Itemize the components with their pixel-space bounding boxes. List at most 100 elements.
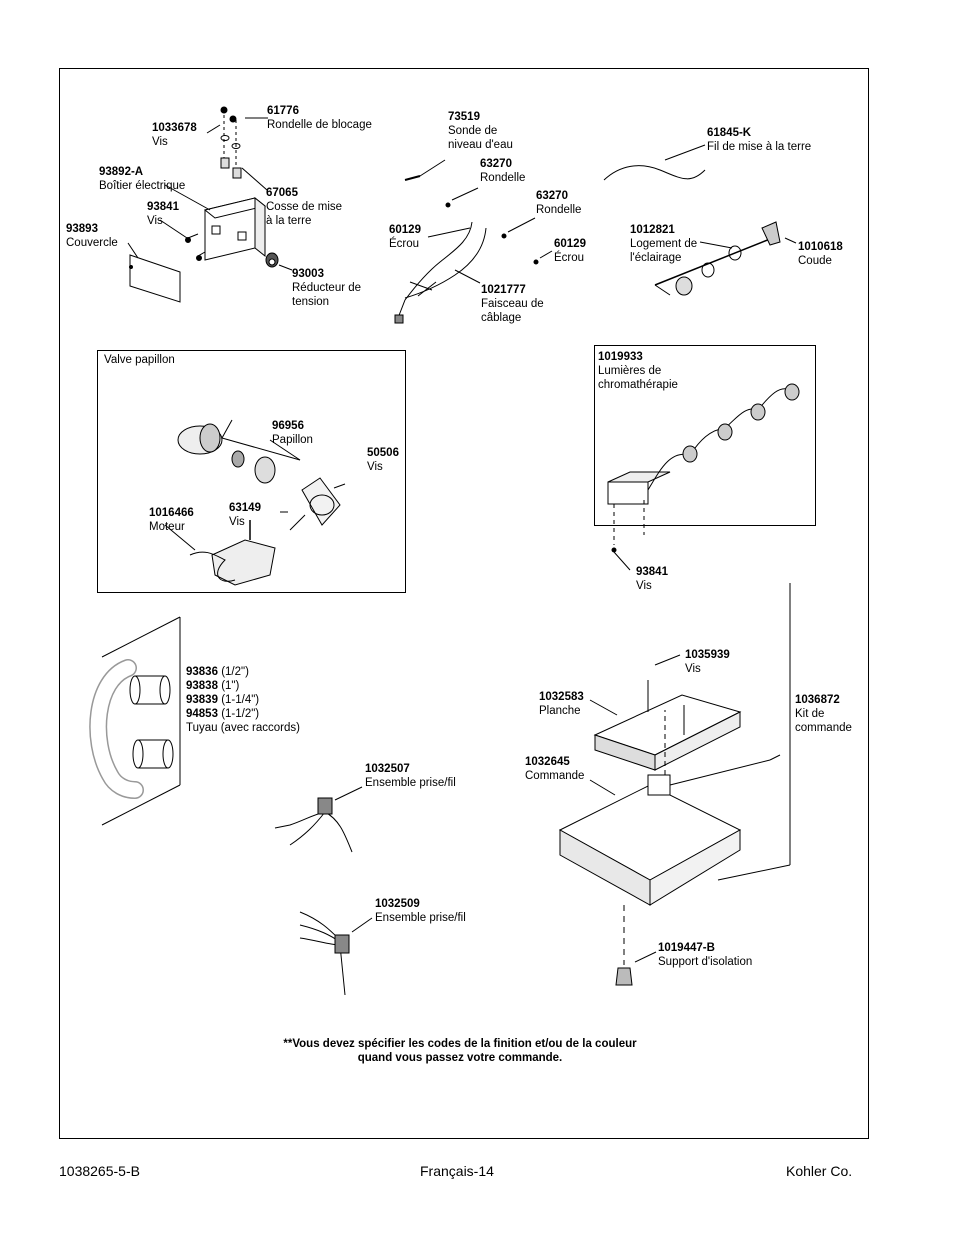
part-name: à la terre bbox=[266, 215, 312, 227]
butterfly-valve-box: Valve papillon bbox=[97, 350, 406, 593]
part-number: 93839 bbox=[186, 694, 218, 706]
note-line-1: **Vous devez spécifier les codes de la f… bbox=[283, 1038, 637, 1050]
label-61845-k: 61845-K Fil de mise à la terre bbox=[707, 126, 811, 154]
part-number: 1036872 bbox=[795, 694, 840, 706]
part-number: 50506 bbox=[367, 447, 399, 459]
part-name: Écrou bbox=[389, 238, 420, 250]
label-93892-a: 93892-A Boîtier électrique bbox=[99, 165, 185, 193]
pipe-drawing bbox=[89, 616, 181, 826]
pipe-row: 93838 (1") bbox=[186, 679, 300, 693]
part-number: 1033678 bbox=[152, 122, 197, 134]
part-number: 1032583 bbox=[539, 691, 584, 703]
part-number: 96956 bbox=[272, 420, 304, 432]
electrical-box-drawing bbox=[127, 106, 293, 303]
part-number: 61776 bbox=[267, 105, 299, 117]
label-1019447-b: 1019447-B Support d'isolation bbox=[658, 941, 752, 969]
part-name: l'éclairage bbox=[630, 252, 682, 264]
part-name: Vis bbox=[685, 663, 701, 675]
part-name: commande bbox=[795, 722, 852, 734]
part-number: 60129 bbox=[389, 224, 421, 236]
part-number: 73519 bbox=[448, 111, 480, 123]
part-number: 1021777 bbox=[481, 284, 526, 296]
label-67065: 67065 Cosse de mise à la terre bbox=[266, 186, 342, 228]
part-number: 1032507 bbox=[365, 763, 410, 775]
part-number: 93893 bbox=[66, 223, 98, 235]
label-1016466: 1016466 Moteur bbox=[149, 506, 194, 534]
part-number: 93841 bbox=[636, 566, 668, 578]
label-1032645: 1032645 Commande bbox=[525, 755, 584, 783]
part-name: Sonde de bbox=[448, 125, 498, 137]
wiring-harness-drawing bbox=[394, 159, 553, 324]
control-kit-drawing bbox=[558, 583, 791, 986]
footer-company: Kohler Co. bbox=[786, 1163, 853, 1179]
part-number: 63149 bbox=[229, 502, 261, 514]
part-number: 93892-A bbox=[99, 166, 144, 178]
part-number: 1010618 bbox=[798, 241, 843, 253]
light-housing-drawing bbox=[654, 221, 797, 296]
chromatherapy-lights-drawing bbox=[607, 383, 800, 571]
part-name: Papillon bbox=[272, 434, 313, 446]
label-1021777: 1021777 Faisceau de câblage bbox=[481, 283, 544, 325]
note-line-2: quand vous passez votre commande. bbox=[357, 1052, 563, 1064]
part-name: Vis bbox=[367, 461, 383, 473]
part-number: 1019933 bbox=[598, 351, 643, 363]
pipe-row: 94853 (1-1/2") bbox=[186, 707, 300, 721]
pipe-size: (1/2") bbox=[221, 666, 249, 678]
label-96956: 96956 Papillon bbox=[272, 419, 313, 447]
label-pipes: 93836 (1/2") 93838 (1") 93839 (1-1/4") 9… bbox=[186, 665, 300, 735]
label-1032507: 1032507 Ensemble prise/fil bbox=[365, 762, 456, 790]
label-1033678: 1033678 Vis bbox=[152, 121, 197, 149]
finish-color-note: **Vous devez spécifier les codes de la f… bbox=[230, 1037, 690, 1065]
part-name: Ensemble prise/fil bbox=[365, 777, 456, 789]
label-1010618: 1010618 Coude bbox=[798, 240, 843, 268]
part-name: Lumières de bbox=[598, 365, 662, 377]
part-name: Vis bbox=[152, 136, 168, 148]
part-number: 93841 bbox=[147, 201, 179, 213]
pipe-size: (1") bbox=[221, 680, 240, 692]
plug-wire-1-drawing bbox=[274, 786, 363, 853]
part-name: Vis bbox=[229, 516, 245, 528]
part-name: Couvercle bbox=[66, 237, 118, 249]
butterfly-valve-drawing bbox=[164, 419, 346, 586]
part-number: 63270 bbox=[480, 158, 512, 170]
pipe-size: (1-1/4") bbox=[221, 694, 260, 706]
label-63270-b: 63270 Rondelle bbox=[536, 189, 581, 217]
label-63270-a: 63270 Rondelle bbox=[480, 157, 525, 185]
part-name: Ensemble prise/fil bbox=[375, 912, 466, 924]
label-1032583: 1032583 Planche bbox=[539, 690, 584, 718]
part-name: Rondelle bbox=[536, 204, 582, 216]
label-93841-a: 93841 Vis bbox=[147, 200, 179, 228]
part-number: 94853 bbox=[186, 708, 218, 720]
part-name: Réducteur de bbox=[292, 282, 362, 294]
label-93893: 93893 Couvercle bbox=[66, 222, 118, 250]
part-name: Faisceau de bbox=[481, 298, 544, 310]
footer-document-number: 1038265-5-B bbox=[59, 1163, 140, 1179]
label-60129-b: 60129 Écrou bbox=[554, 237, 586, 265]
part-name: Vis bbox=[636, 580, 652, 592]
part-number: 1016466 bbox=[149, 507, 194, 519]
part-number: 1032509 bbox=[375, 898, 420, 910]
part-name: Boîtier électrique bbox=[99, 180, 186, 192]
part-number: 1032645 bbox=[525, 756, 570, 768]
box-title: Valve papillon bbox=[104, 354, 175, 366]
part-number: 93836 bbox=[186, 666, 218, 678]
pipe-row: 93836 (1/2") bbox=[186, 665, 300, 679]
label-1032509: 1032509 Ensemble prise/fil bbox=[375, 897, 466, 925]
chromatherapy-box bbox=[594, 345, 816, 526]
part-number: 93003 bbox=[292, 268, 324, 280]
part-number: 93838 bbox=[186, 680, 218, 692]
label-73519: 73519 Sonde de niveau d'eau bbox=[448, 110, 513, 152]
part-number: 67065 bbox=[266, 187, 298, 199]
label-61776: 61776 Rondelle de blocage bbox=[267, 104, 372, 132]
part-number: 1035939 bbox=[685, 649, 730, 661]
part-name: Logement de bbox=[630, 238, 698, 250]
footer-page-number: Français-14 bbox=[420, 1163, 494, 1179]
part-name: Écrou bbox=[554, 252, 585, 264]
pipe-row: 93839 (1-1/4") bbox=[186, 693, 300, 707]
part-name: tension bbox=[292, 296, 330, 308]
part-number: 60129 bbox=[554, 238, 586, 250]
pipe-size: (1-1/2") bbox=[221, 708, 260, 720]
part-name: Coude bbox=[798, 255, 832, 267]
label-93841-b: 93841 Vis bbox=[636, 565, 668, 593]
